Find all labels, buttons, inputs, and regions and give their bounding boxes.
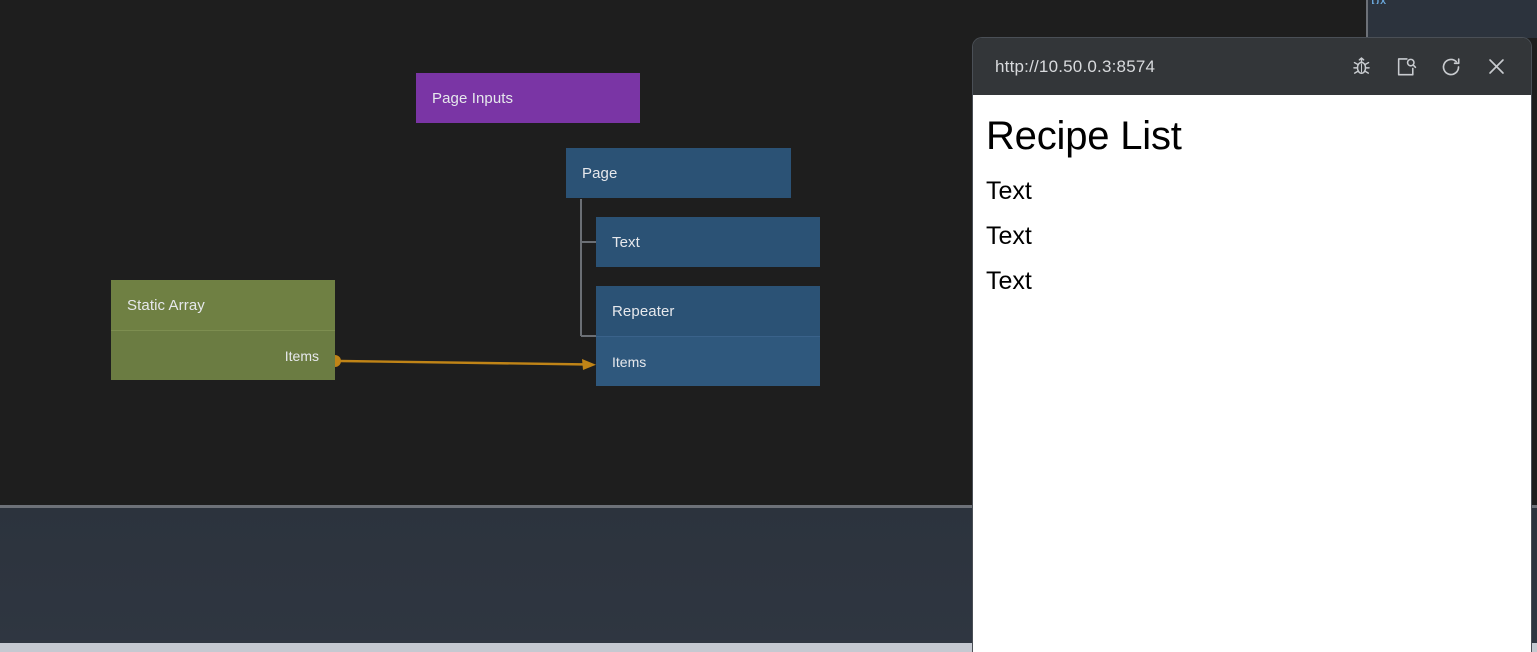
node-title: Page <box>582 164 618 182</box>
reload-icon[interactable] <box>1438 54 1464 80</box>
port-row-items-input[interactable]: Items <box>596 337 820 387</box>
node-body: Items <box>596 336 820 386</box>
node-title: Page Inputs <box>432 89 514 107</box>
node-text[interactable]: Text <box>596 217 820 267</box>
page-title: Recipe List <box>986 114 1182 158</box>
debug-bug-icon[interactable] <box>1348 54 1374 80</box>
node-page[interactable]: Page <box>566 148 791 198</box>
node-title: Text <box>612 233 640 251</box>
preview-toolbar <box>1348 54 1517 80</box>
node-static-array[interactable]: Static Array Items <box>111 280 335 380</box>
preview-window: http://10.50.0.3:8574 <box>973 38 1531 652</box>
right-panel-edge <box>1366 0 1368 38</box>
node-body: Items <box>111 330 335 380</box>
node-page-inputs[interactable]: Page Inputs <box>416 73 640 123</box>
port-label: Items <box>284 348 319 364</box>
dock-splitter[interactable] <box>0 505 1537 508</box>
inspect-page-icon[interactable] <box>1393 54 1419 80</box>
port-label: Items <box>612 354 647 370</box>
close-icon[interactable] <box>1483 54 1509 80</box>
right-panel-strip <box>1366 0 1537 38</box>
clipped-tab-label: px <box>1371 0 1387 4</box>
node-title: Repeater <box>612 302 675 320</box>
port-row-items-output[interactable]: Items <box>111 331 335 381</box>
status-bar <box>0 643 1537 652</box>
list-item: Text <box>986 267 1032 295</box>
node-repeater[interactable]: Repeater Items <box>596 286 820 386</box>
list-item: Text <box>986 177 1032 205</box>
node-title: Static Array <box>127 296 205 314</box>
preview-content: Recipe List Text Text Text <box>973 95 1531 652</box>
preview-titlebar[interactable]: http://10.50.0.3:8574 <box>973 38 1531 95</box>
preview-url-label[interactable]: http://10.50.0.3:8574 <box>995 56 1156 76</box>
list-item: Text <box>986 222 1032 250</box>
